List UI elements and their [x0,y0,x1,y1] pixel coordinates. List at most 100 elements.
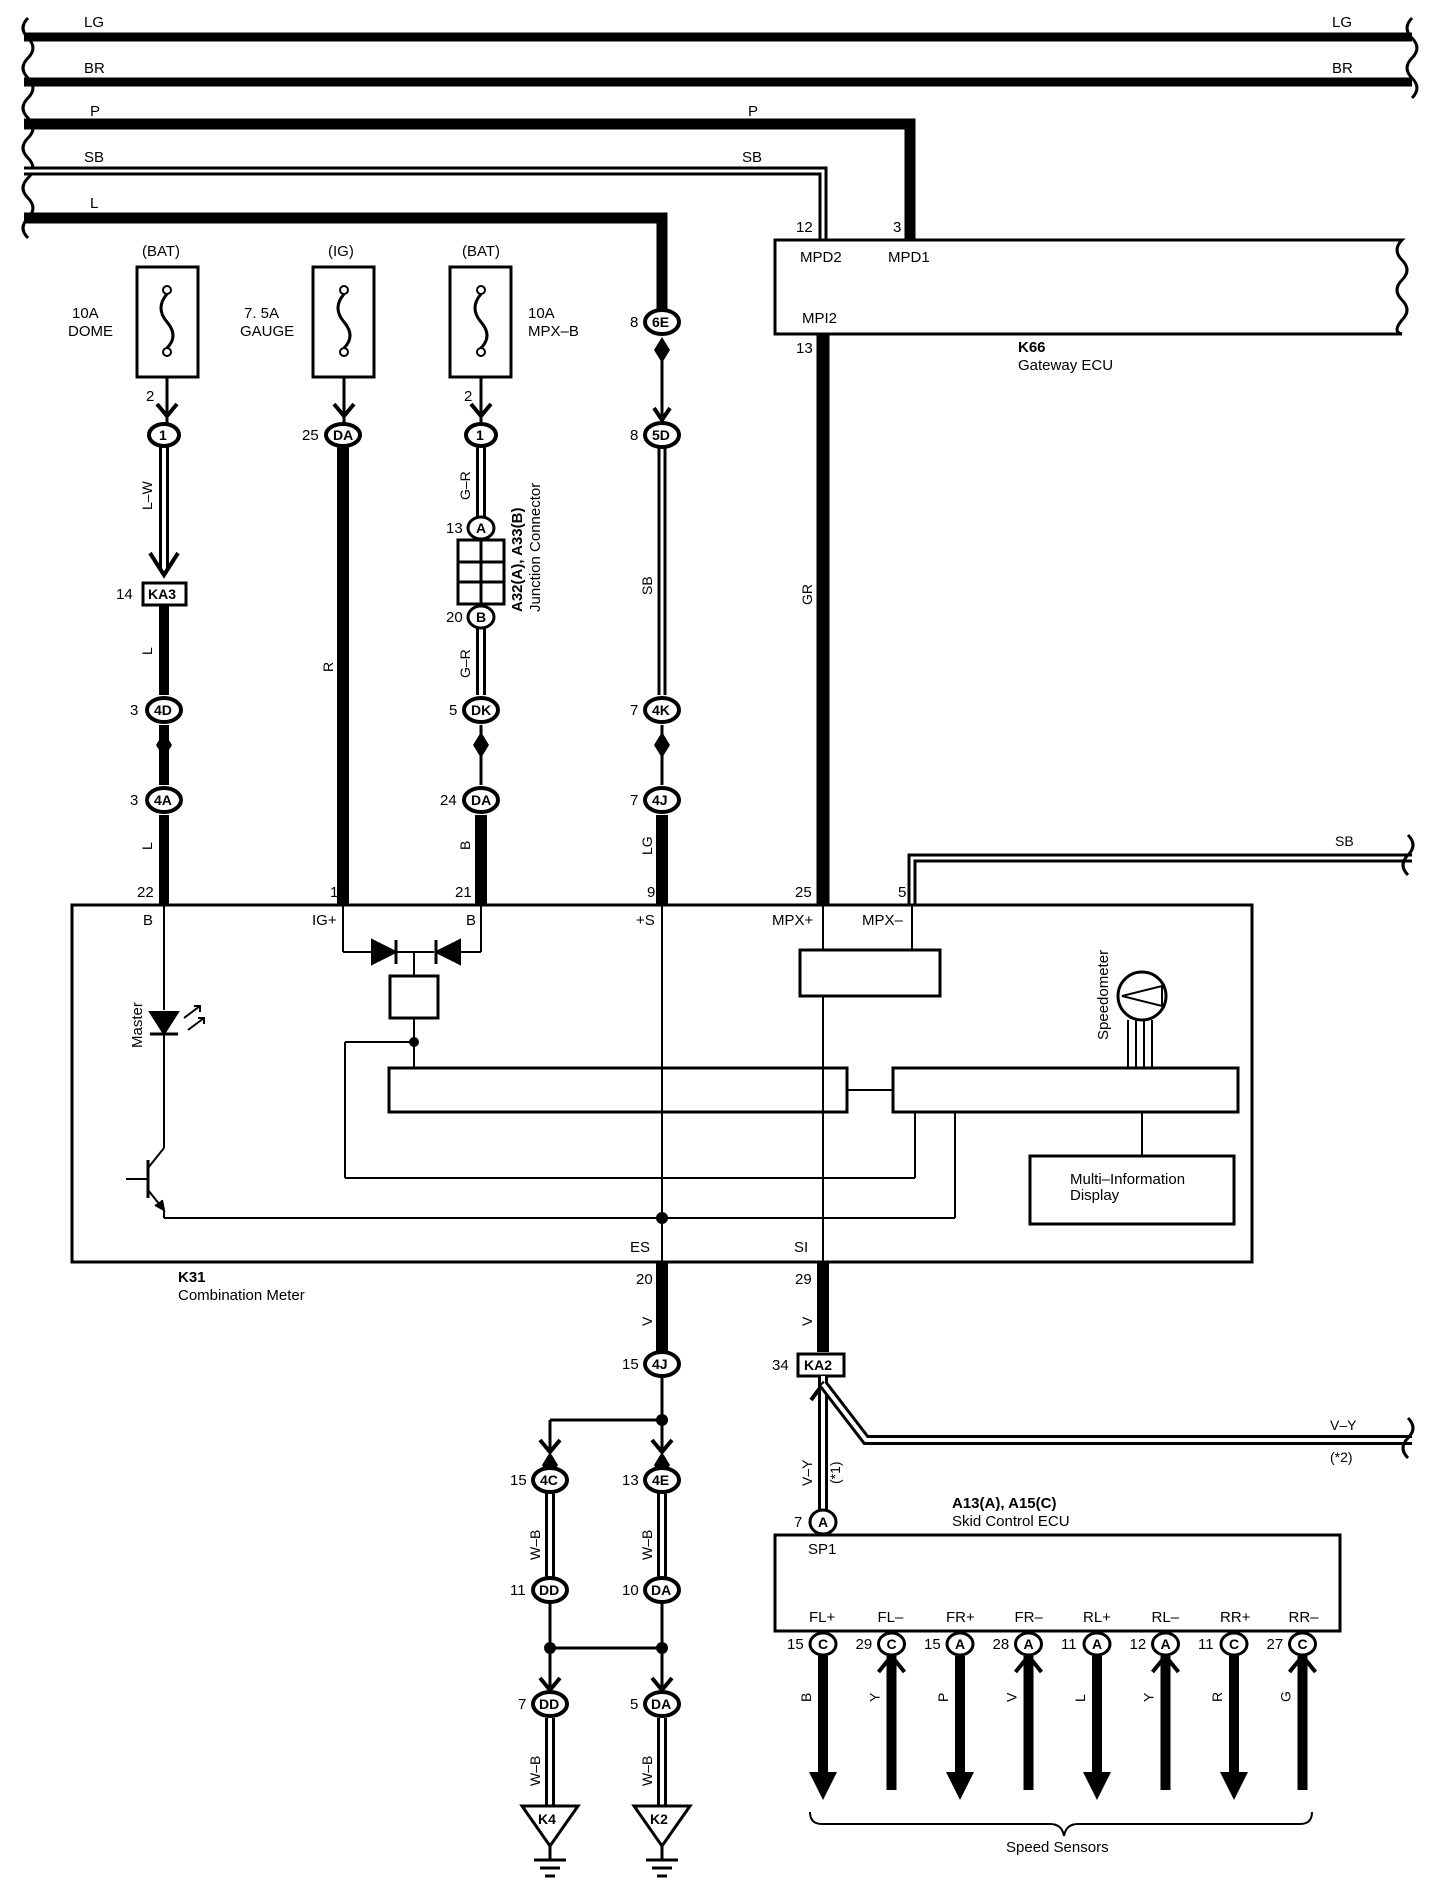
connector-1-mpx [464,422,498,448]
connector-dd-1 [531,1576,569,1604]
ground-k4 [519,1804,581,1878]
skid-terminal-name: RR– [1289,1609,1320,1626]
gateway-term-mpi2: MPI2 [802,310,837,327]
connector-4a-id: 4A [154,792,172,808]
wire-mpx-mid: G–R [457,649,473,678]
mpx-junction-diamond [473,732,489,758]
meter-pin-mpx-plus: 25 [795,884,812,901]
fuse-dome-rating: 10A [72,305,99,322]
fuse-mpx-b [448,265,513,379]
skid-terminal-name: RL+ [1083,1609,1111,1626]
wire-mpx-minus-out-label: SB [1335,833,1354,849]
wire-dome-lower: L [139,647,155,655]
skid-terminal-connector [1014,1631,1043,1657]
meter-speedometer-label: Speedometer [1095,950,1112,1040]
junction-name: Junction Connector [527,483,544,612]
wire-mpx-minus-out [907,833,1415,905]
fuse-mpx-source: (BAT) [462,243,500,260]
meter-mid-line2: Display [1070,1187,1120,1204]
connector-4e-id: 4E [652,1472,669,1488]
fuse-dome-pin: 2 [146,388,154,405]
skid-terminal-name: FR+ [946,1609,975,1626]
connector-4k-pin: 7 [630,702,638,719]
wires-mpx-b [469,377,493,905]
skid-control-ecu [773,1533,1342,1633]
meter-mid-line1: Multi–Information [1070,1171,1185,1188]
connector-dd-2-id: DD [539,1696,559,1712]
meter-term-ig: IG+ [312,912,337,929]
arrow-down-icon [946,1772,974,1800]
connector-4a-pin: 3 [130,792,138,809]
skid-terminal-connector-id: A [1024,1636,1034,1652]
connector-6e-pin: 8 [630,314,638,331]
connector-ka2-pin: 34 [772,1357,789,1374]
connector-da-mpx-id: DA [471,792,491,808]
wire-skid-note: (*1) [827,1461,843,1484]
skid-terminal-wire-color: P [935,1693,951,1702]
meter-term-mpx-minus: MPX– [862,912,904,929]
skid-terminal-pin: 27 [1267,1636,1284,1653]
wires-dome [148,377,180,905]
skid-terminal-name: RR+ [1220,1609,1251,1626]
ground-k4-id: K4 [538,1811,556,1827]
wire-skid-up: V–Y [799,1459,815,1486]
meter-term-b-left: B [143,912,153,929]
skid-ecu-code: A13(A), A15(C) [952,1495,1056,1512]
gateway-pin-mpd1: 3 [893,219,901,236]
skid-terminal-connector [1288,1631,1317,1657]
bus-br-right-label: BR [1332,60,1353,77]
bus-l-left-label: L [90,195,98,212]
connector-4c [531,1466,569,1494]
fuse-mpx-rating: 10A [528,305,555,322]
bus-sb-left-label: SB [84,149,104,166]
connector-ka3-id: KA3 [148,586,176,602]
connector-4j-es-pin: 15 [622,1356,639,1373]
wires-es-si [656,1262,829,1352]
connector-4d-id: 4D [154,702,172,718]
connector-a-skid-id: A [818,1514,828,1530]
wire-si-down: V [799,1316,815,1326]
fuse-gauge [311,265,376,379]
wire-gateway-down-label: GR [799,584,815,605]
connector-a-junction-id: A [476,520,486,536]
connector-1-mpx-id: 1 [476,427,484,443]
connector-1-dome-id: 1 [159,427,167,443]
meter-term-mpx-plus: MPX+ [772,912,814,929]
skid-terminal-connector-id: C [1298,1636,1308,1652]
gateway-name: Gateway ECU [1018,357,1113,374]
connector-da-mpx-pin: 24 [440,792,457,809]
arrow-down-icon [809,1772,837,1800]
skid-ecu-name: Skid Control ECU [952,1513,1070,1530]
meter-term-b-right: B [466,912,476,929]
skid-terminal-name: RL– [1152,1609,1180,1626]
ground-k2-id: K2 [650,1811,668,1827]
connector-da-1-pin: 10 [622,1582,639,1599]
wire-s-lower: LG [639,836,655,855]
meter-pin-b-left: 22 [137,884,154,901]
bus-lg-left-label: LG [84,14,104,31]
skid-terminal-pin: 11 [1198,1636,1214,1653]
wire-dome-upper: L–W [139,480,155,510]
connector-4c-pin: 15 [510,1472,527,1489]
connector-4j-s [643,786,681,814]
gateway-term-mpd2: MPD2 [800,249,842,266]
skid-terminal-wire-color: Y [1141,1692,1157,1702]
wire-dome-bottom: L [139,842,155,850]
connector-ka3 [141,581,188,607]
connector-dd-1-id: DD [539,1582,559,1598]
wire-gnd-left-lower: W–B [527,1756,543,1786]
skid-terminal-wire-color: B [798,1693,814,1702]
connector-4j-s-id: 4J [652,792,668,808]
skid-terminal-connector-id: A [1161,1636,1171,1652]
bus-br-left-label: BR [84,60,105,77]
junction-code: A32(A), A33(B) [509,508,526,612]
meter-pin-si: 29 [795,1271,812,1288]
fuse-mpx-pin: 2 [464,388,472,405]
connector-4d [145,696,183,724]
connector-da-gauge-id: DA [333,427,353,443]
fuse-mpx-name: MPX–B [528,323,579,340]
meter-pin-ig: 1 [330,884,338,901]
connector-da-gauge-pin: 25 [302,427,319,444]
